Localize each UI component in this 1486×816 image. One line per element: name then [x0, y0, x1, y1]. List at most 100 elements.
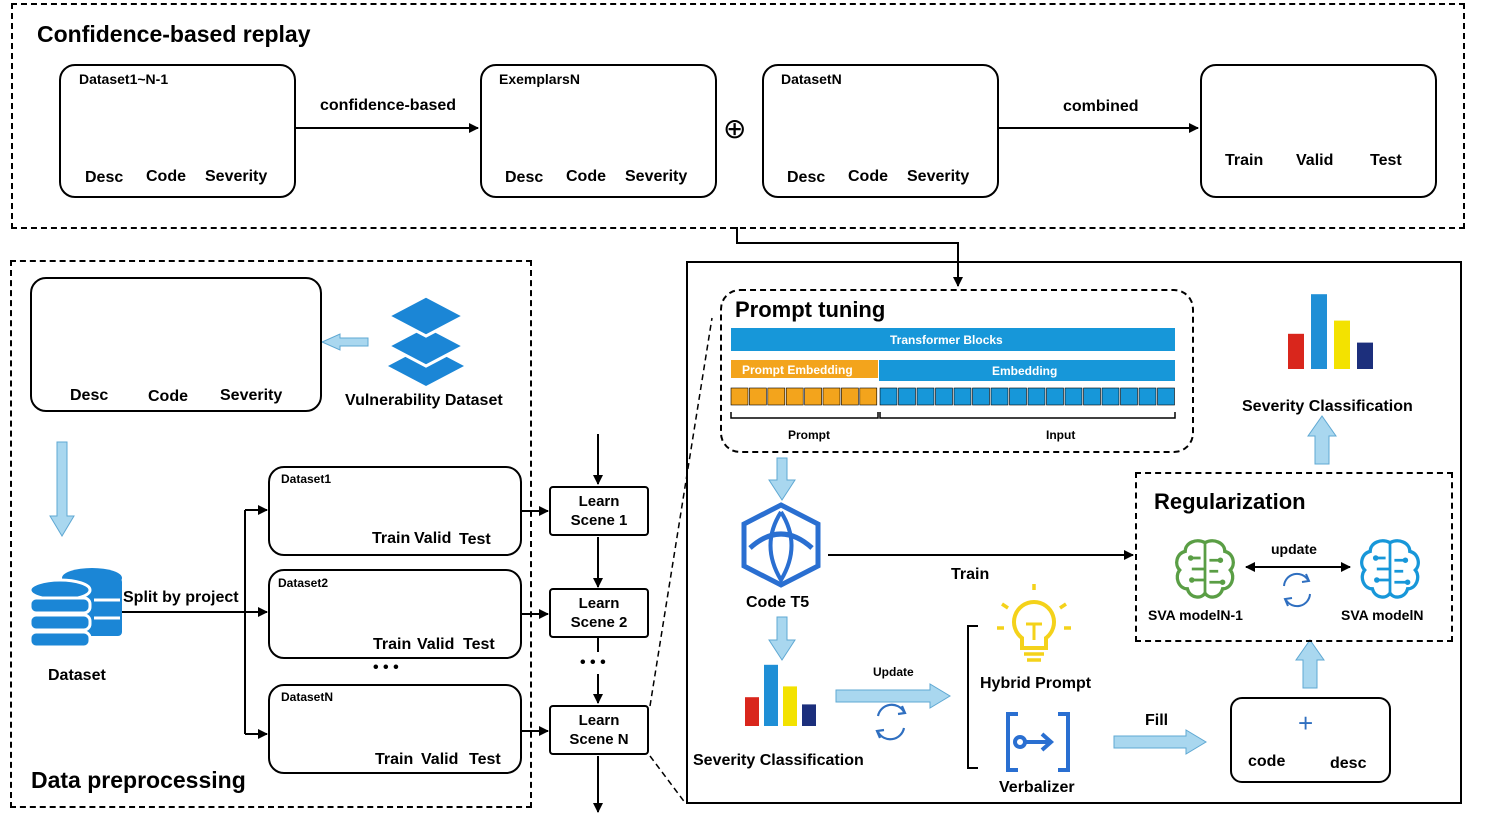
prompt-embedding-bar: [731, 360, 878, 378]
dataset1-valid: Valid: [414, 530, 452, 547]
severity-bars-bottom: [745, 664, 816, 726]
confidence-label: confidence-based: [320, 97, 457, 114]
input-token: [1064, 387, 1083, 406]
vuln-dataset-label: Vulnerability Dataset: [345, 392, 503, 409]
replay-splits-box: [1200, 64, 1437, 198]
prompt-embedding-label: Prompt Embedding: [742, 363, 853, 377]
dataset2-title: Dataset2: [278, 576, 329, 590]
transformer-label: Transformer Blocks: [890, 333, 1003, 347]
input-token: [1046, 387, 1064, 406]
prompt-token: [822, 387, 841, 406]
input-token: [1138, 387, 1157, 406]
dataset2-valid: Valid: [417, 636, 455, 653]
datasets-ellipsis: • • •: [373, 659, 399, 676]
update-label: Update: [873, 665, 914, 679]
input-token: [953, 387, 972, 406]
replay-group2-box: [480, 64, 717, 198]
vuln-to-source-arrow: [320, 333, 369, 351]
replay-group1-desc: Desc: [85, 169, 124, 186]
replay-group2-title: ExemplarsN: [499, 71, 580, 87]
codet5-icon: [741, 502, 821, 588]
learn-scene-1-line1: Learn: [578, 493, 620, 510]
refresh-icon: [875, 703, 907, 741]
prompt-token: [841, 387, 859, 406]
dataset2-test: Test: [463, 636, 495, 653]
layers-icon: [384, 294, 468, 386]
desc-label: desc: [1330, 755, 1367, 772]
input-brace: [879, 412, 1176, 419]
prompt-token: [749, 387, 767, 406]
source-code-label: Code: [148, 388, 188, 405]
dataset2-train: Train: [373, 636, 412, 653]
bar-yellow: [783, 686, 797, 726]
learn-scene-1-line2: Scene 1: [570, 512, 628, 529]
replay-test-label: Test: [1370, 152, 1402, 169]
verbalizer-icon: [1006, 712, 1070, 772]
model-prev-label: SVA modelN-1: [1148, 607, 1243, 623]
input-token: [916, 387, 935, 406]
prompt-token: [859, 387, 878, 406]
input-token: [1101, 387, 1120, 406]
verbalizer-label: Verbalizer: [999, 779, 1075, 796]
replay-group2-severity: Severity: [625, 168, 688, 185]
input-token: [1083, 387, 1101, 406]
model-to-severity-arrow: [768, 616, 796, 661]
code-label: code: [1248, 753, 1286, 770]
prompt-token: [785, 387, 804, 406]
prompt-tuning-box: [720, 289, 1194, 453]
dataset2-box: [268, 569, 522, 659]
input-token-cells: [879, 387, 1175, 406]
bar-blue: [764, 664, 778, 726]
learn-scene-2: Learn Scene 2: [549, 588, 649, 638]
reg-update-label: update: [1271, 541, 1317, 557]
replay-group3-box: [762, 64, 999, 198]
input-token: [898, 387, 916, 406]
source-desc-label: Desc: [70, 387, 109, 404]
input-token: [1120, 387, 1138, 406]
prompt-brace: [730, 412, 879, 419]
severity-top-label: Severity Classification: [1242, 398, 1413, 415]
replay-section: [11, 3, 1465, 229]
learn-scene-N-line1: Learn: [578, 712, 620, 729]
learn-scene-N-line2: Scene N: [569, 731, 629, 748]
inputs-box: [1230, 697, 1391, 783]
embedding-bar: [879, 360, 1175, 381]
input-token: [1157, 387, 1175, 406]
split-label: Split by project: [123, 589, 239, 606]
bar-blue: [1311, 294, 1327, 369]
replay-title: Confidence-based replay: [37, 21, 311, 47]
preprocessing-title: Data preprocessing: [31, 767, 246, 793]
prompt-token-cells: [730, 387, 878, 406]
dataset1-box: [268, 466, 522, 556]
dataset-label: Dataset: [48, 667, 106, 684]
replay-group1-box: [59, 64, 296, 198]
source-box: [30, 277, 322, 412]
prompt-label: Prompt: [788, 428, 830, 442]
model-cur-label: SVA modelN: [1341, 607, 1424, 623]
replay-to-train-connector: [736, 227, 963, 287]
replay-group1-title: Dataset1~N-1: [79, 71, 169, 87]
oplus-symbol: ⊕: [723, 113, 747, 144]
replay-group1-severity: Severity: [205, 168, 268, 185]
replay-group3-title: DatasetN: [781, 71, 842, 87]
dataset1-train: Train: [372, 530, 411, 547]
replay-group3-desc: Desc: [787, 169, 826, 186]
datasetN-train: Train: [375, 751, 414, 768]
sync-icon: [1283, 572, 1311, 608]
replay-valid-label: Valid: [1296, 152, 1334, 169]
training-section: [686, 261, 1462, 804]
datasetN-title: DatasetN: [281, 690, 334, 704]
bar-red: [745, 697, 759, 726]
preprocessing-section: [10, 260, 532, 808]
learn-scene-1: Learn Scene 1: [549, 486, 649, 536]
transformer-bar: [731, 328, 1175, 351]
prompt-token: [804, 387, 822, 406]
update-arrow: [835, 683, 951, 709]
datasetN-valid: Valid: [421, 751, 459, 768]
hybrid-prompt-label: Hybrid Prompt: [980, 675, 1092, 692]
fill-label: Fill: [1145, 712, 1169, 729]
dataset1-title: Dataset1: [281, 472, 332, 486]
plus-sign: +: [1298, 708, 1314, 738]
bar-navy: [802, 704, 816, 726]
